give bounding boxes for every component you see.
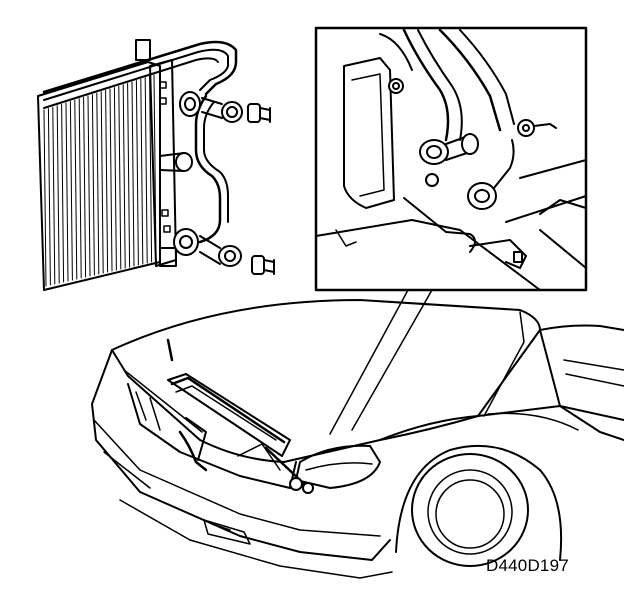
hose-a (402, 28, 450, 142)
condenser-fin (144, 77, 148, 264)
condenser-fin (91, 94, 95, 276)
condenser-fin (122, 84, 126, 269)
condenser-fin (56, 105, 60, 284)
upper-bolt (247, 103, 271, 123)
inset-bracket (343, 57, 395, 209)
hose-a-inner (417, 29, 463, 141)
lower-union (173, 228, 242, 267)
condenser-core (37, 61, 161, 291)
condenser-fin (74, 99, 78, 280)
condenser-fin (149, 75, 153, 263)
callout-lines (329, 289, 433, 435)
condenser-fin (127, 82, 131, 268)
condenser-fin (69, 101, 73, 281)
condenser-fin (78, 98, 82, 279)
pipe-top-2 (43, 48, 229, 101)
condenser-in-vehicle (166, 338, 314, 494)
condenser-fin (109, 88, 113, 272)
mount-bracket-bottom (159, 247, 177, 267)
condenser-fin (65, 102, 69, 282)
condenser-fin (105, 89, 109, 273)
windshield (539, 324, 624, 331)
upper-union (179, 91, 243, 123)
condenser-fin (87, 95, 91, 277)
headlight (295, 444, 381, 489)
inset-bolt-right (517, 119, 557, 137)
condenser-detail (37, 39, 275, 291)
figure-code: D440D197 (486, 556, 569, 575)
inset-union-left (419, 133, 479, 165)
middle-stub (159, 152, 193, 172)
front-fascia (91, 349, 391, 561)
pipe-top-3 (43, 57, 219, 109)
hose-c (379, 33, 413, 71)
hose-b-inner (459, 29, 515, 125)
condenser-fin (140, 78, 144, 265)
condenser-fin (43, 109, 47, 287)
condenser-fin (118, 85, 122, 270)
engine-bay-inset (314, 26, 588, 292)
condenser-fin (135, 80, 139, 266)
pipe-top-1 (42, 40, 238, 96)
condenser-fin (61, 103, 65, 283)
fog-light (203, 519, 251, 545)
vehicle-front (91, 299, 624, 579)
mount-bracket-top (135, 39, 151, 61)
inset-union-right (467, 139, 515, 210)
hose-b (438, 28, 502, 132)
pipe-vertical-inner (203, 101, 229, 223)
condenser-fin (100, 91, 104, 274)
condenser-fin (52, 106, 56, 285)
condenser-fin (131, 81, 135, 267)
front-wheel (395, 444, 563, 567)
lower-bolt (251, 255, 275, 275)
condenser-fin (47, 108, 51, 286)
condenser-fin (113, 87, 117, 271)
condenser-fin (96, 92, 100, 275)
pipe-vertical (194, 94, 222, 244)
condenser-fin (83, 96, 87, 278)
bumper-lower (119, 499, 393, 579)
